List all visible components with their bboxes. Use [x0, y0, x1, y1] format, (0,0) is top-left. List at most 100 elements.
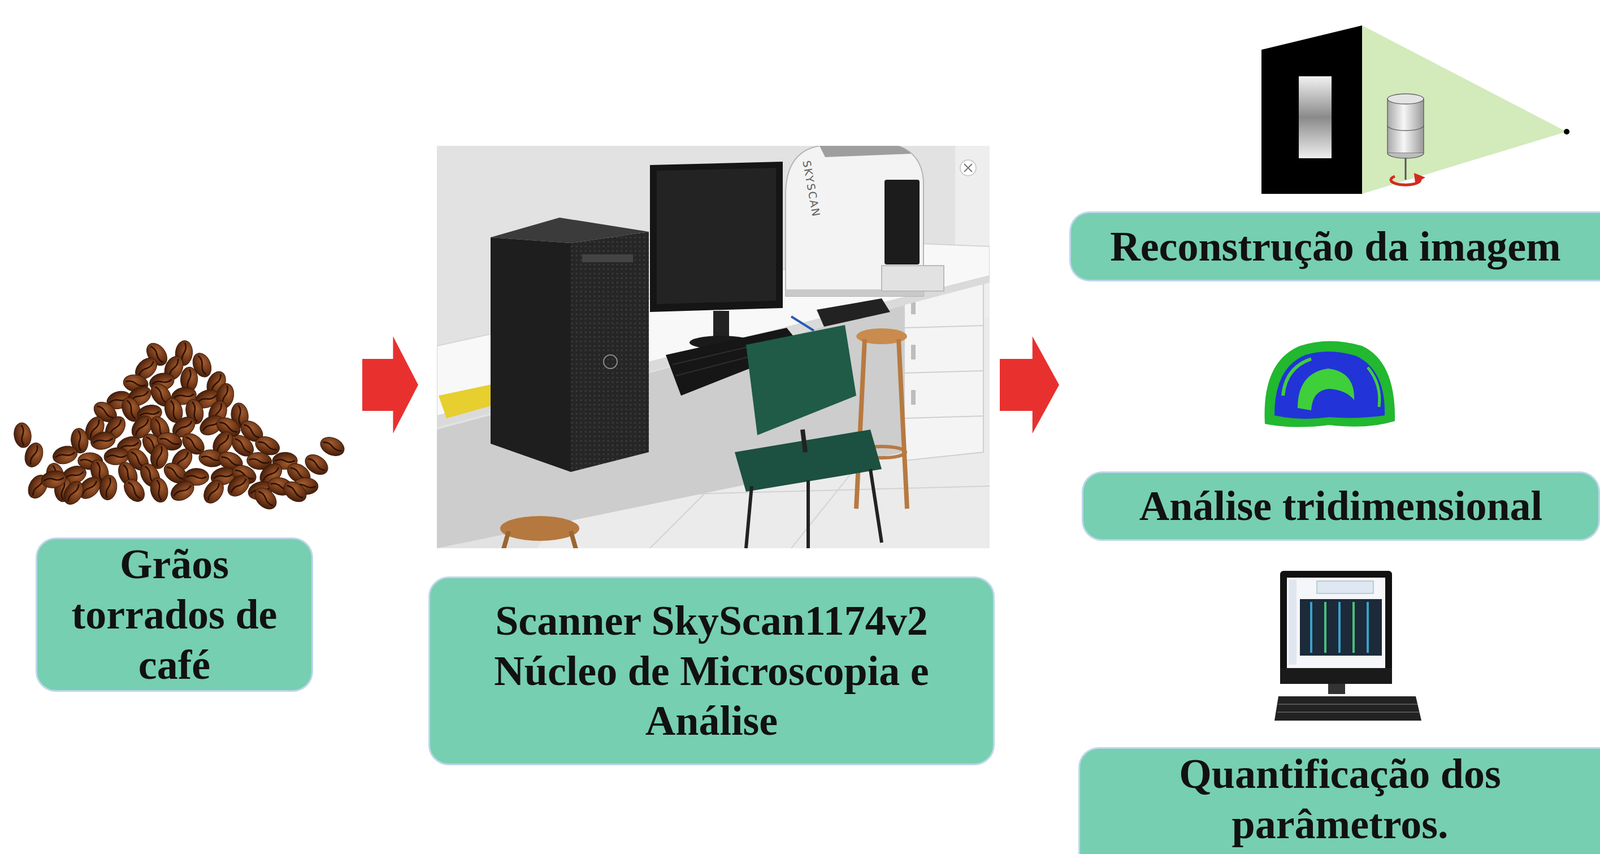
- coffee-bean-part: [236, 405, 243, 426]
- lab-photo-part: [870, 469, 882, 543]
- coffee-bean: [301, 450, 332, 479]
- coffee-bean-part: [29, 444, 39, 466]
- computer-icon-part: [1316, 580, 1374, 594]
- coffee-bean-part: [59, 477, 88, 508]
- coffee-bean-part: [173, 392, 194, 400]
- lab-photo-part: [500, 516, 580, 541]
- lab-photo-part: [884, 179, 920, 265]
- coffee-bean: [148, 475, 171, 505]
- coffee-bean-part: [174, 419, 193, 435]
- coffee-bean-part: [125, 380, 146, 387]
- ct-projection-sketch-part: [1414, 172, 1426, 184]
- coffee-bean-part: [220, 456, 241, 467]
- coffee-bean: [59, 477, 88, 508]
- stage-group: Scanner SkyScan1174v2 Núcleo de Microsco…: [418, 135, 1000, 775]
- computer-icon-part: [1274, 696, 1422, 721]
- lab-photo-part: [904, 370, 984, 374]
- coffee-bean-part: [119, 475, 149, 506]
- lab-photo-part: [881, 265, 944, 292]
- coffee-bean-part: [279, 477, 310, 506]
- ct-projection-sketch-part: [1387, 125, 1424, 131]
- lab-photo-part: [603, 354, 618, 369]
- computer-icon-part: [1280, 668, 1393, 684]
- lab-photo-part: [570, 531, 577, 549]
- bean-3d-render: [1264, 341, 1396, 428]
- computer-icon-part: [1338, 601, 1341, 653]
- lab-photo-part: [904, 415, 984, 419]
- coffee-bean-part: [249, 458, 270, 464]
- coffee-bean-part: [159, 437, 180, 445]
- lab-photo-part: [898, 339, 908, 509]
- lab-photo-part: [570, 231, 649, 472]
- lab-photo-part: [746, 486, 752, 549]
- coffee-bean-part: [92, 436, 114, 445]
- bean-3d-render-part: [1274, 351, 1385, 419]
- coffee-bean-part: [301, 450, 332, 479]
- coffee-bean: [98, 474, 119, 502]
- lab-photo-part: [649, 161, 783, 312]
- coffee-bean: [200, 476, 228, 507]
- ct-projection-sketch-part: [1261, 25, 1363, 194]
- ct-projection-sketch: [1261, 25, 1570, 194]
- coffee-bean-part: [125, 399, 137, 420]
- coffee-bean-part: [213, 471, 234, 480]
- coffee-bean-part: [43, 475, 64, 483]
- lab-photo-part: [713, 310, 730, 340]
- coffee-bean: [279, 477, 310, 506]
- ct-projection-sketch-part: [1387, 153, 1424, 159]
- flow-arrow: [362, 336, 419, 434]
- ct-projection-sketch-part: [1387, 98, 1424, 154]
- coffee-bean-part: [243, 423, 261, 440]
- lab-photo-part: [911, 389, 916, 405]
- coffee-bean-part: [197, 393, 218, 405]
- coffee-bean-part: [166, 466, 185, 481]
- coffee-bean-part: [200, 476, 228, 507]
- ct-projection-sketch-part: [1298, 76, 1332, 159]
- coffee-bean-part: [196, 354, 207, 375]
- computer-icon: [1274, 570, 1422, 721]
- device-brand-label: SKYSCAN: [800, 159, 823, 219]
- coffee-bean-part: [250, 483, 281, 514]
- coffee-bean-part: [218, 421, 238, 433]
- bean-3d-render-part: [1297, 368, 1355, 411]
- computer-icon-part: [1299, 599, 1382, 656]
- lab-photo-part: [806, 480, 810, 549]
- coffee-bean-part: [206, 482, 221, 501]
- lab-photo-part: [964, 163, 973, 172]
- coffee-bean-part: [81, 479, 98, 497]
- computer-icon-part: [1328, 683, 1346, 695]
- lab-photo-part: [911, 344, 916, 360]
- ct-projection-sketch-part: [1563, 128, 1570, 135]
- coffee-bean-part: [105, 477, 112, 498]
- coffee-bean-part: [66, 483, 80, 502]
- stage-group: Reconstrução da imagem: [1059, 16, 1600, 289]
- lab-photo-part: [436, 145, 990, 549]
- coffee-bean-part: [54, 451, 76, 460]
- coffee-bean: [317, 433, 348, 459]
- coffee-bean-part: [307, 457, 326, 472]
- ct-projection-sketch-part: [1362, 25, 1567, 194]
- coffee-bean-part: [12, 421, 33, 449]
- coffee-bean-part: [137, 360, 155, 377]
- coffee-bean-part: [40, 468, 68, 490]
- bean-3d-render-part: [1282, 358, 1312, 396]
- coffee-bean-part: [257, 440, 278, 452]
- coffee-bean-part: [76, 430, 83, 452]
- label-box: Quantificação dos parâmetros.: [1078, 747, 1600, 854]
- flow-arrow: [999, 336, 1060, 434]
- computer-icon-part: [1278, 703, 1418, 705]
- coffee-bean-part: [230, 477, 247, 494]
- bean-3d-render-part: [1367, 367, 1380, 407]
- coffee-bean-part: [172, 484, 192, 498]
- lab-photo-part: [582, 254, 633, 263]
- coffee-bean-part: [155, 479, 163, 501]
- coffee-bean-part: [134, 418, 150, 437]
- coffee-bean-part: [187, 369, 191, 390]
- coffee-bean: [119, 475, 149, 506]
- coffee-bean-part: [155, 445, 163, 467]
- computer-icon-part: [1288, 579, 1297, 665]
- lab-photo-part: [791, 316, 814, 331]
- coffee-bean: [167, 477, 198, 505]
